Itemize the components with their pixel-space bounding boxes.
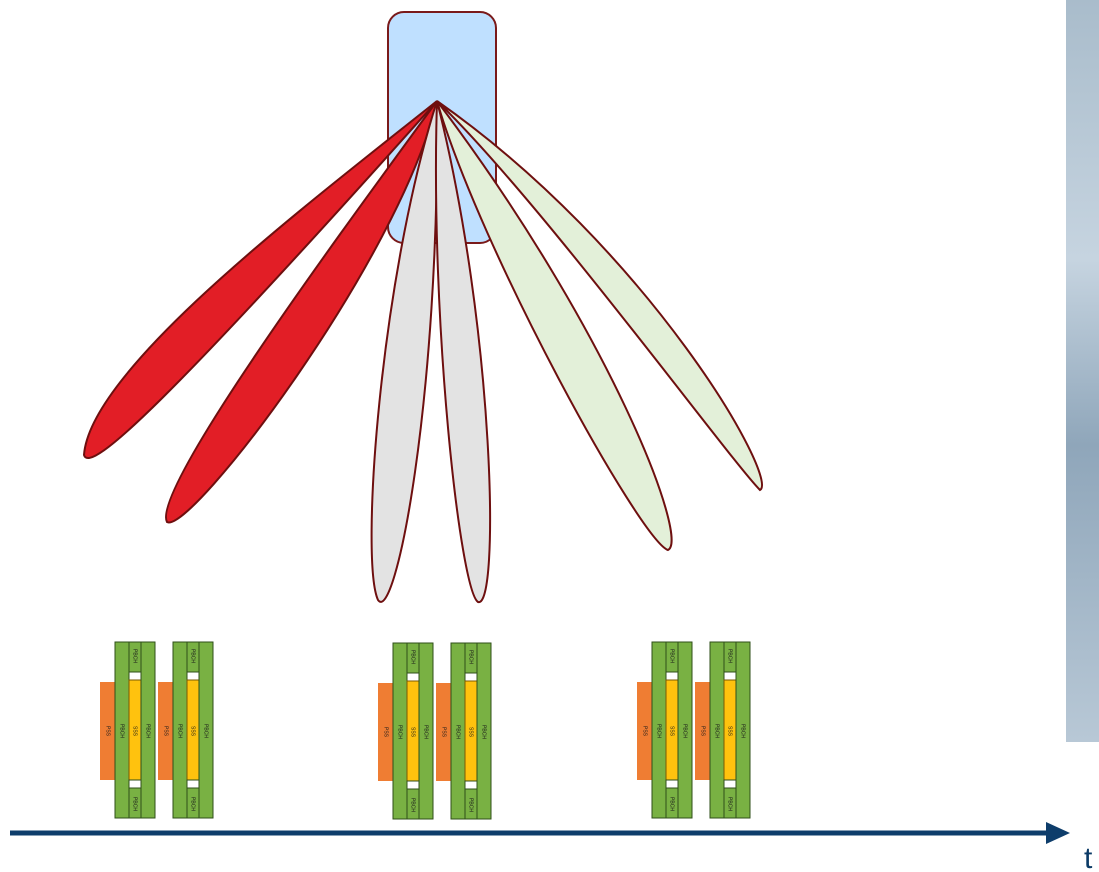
beam-gray-2 bbox=[434, 100, 492, 604]
time-axis-arrowhead bbox=[1046, 822, 1070, 844]
pbch-label: PBCH bbox=[656, 724, 662, 738]
pbch-label: PBCH bbox=[397, 725, 403, 739]
gap-rect bbox=[464, 780, 478, 790]
sss-label: SSS bbox=[669, 726, 675, 737]
pbch-label: PBCH bbox=[714, 724, 720, 738]
gap-rect bbox=[406, 780, 420, 790]
beam-gray-1 bbox=[370, 100, 439, 603]
gap-rect bbox=[406, 672, 420, 682]
pbch-rect bbox=[735, 641, 751, 819]
beam-green-1 bbox=[436, 100, 673, 552]
pss-rect bbox=[100, 682, 116, 780]
pbch-label: PBCH bbox=[468, 650, 474, 664]
pbch-label: PBCH bbox=[669, 649, 675, 663]
pbch-rect bbox=[140, 641, 156, 819]
pbch-label: PBCH bbox=[468, 798, 474, 812]
beam-red-2 bbox=[164, 100, 438, 524]
pss-rect bbox=[378, 683, 394, 781]
beam-green-2 bbox=[436, 100, 763, 492]
gap-rect bbox=[186, 779, 200, 789]
beam-red-1 bbox=[82, 100, 438, 459]
background-photo-strip bbox=[1066, 0, 1099, 742]
pbch-rect bbox=[677, 641, 693, 819]
pss-rect bbox=[695, 682, 711, 780]
gap-rect bbox=[665, 671, 679, 681]
pbch-label: PBCH bbox=[669, 797, 675, 811]
pbch-rect bbox=[476, 642, 492, 820]
pbch-label: PBCH bbox=[740, 724, 746, 738]
pss-label: PSS bbox=[383, 727, 389, 738]
pbch-label: PBCH bbox=[119, 724, 125, 738]
pbch-label: PBCH bbox=[177, 724, 183, 738]
gap-rect bbox=[464, 672, 478, 682]
ss-block: PSS PBCH PBCH PBCH SSS PBCH bbox=[695, 641, 751, 819]
pbch-label: PBCH bbox=[145, 724, 151, 738]
pss-label: PSS bbox=[105, 726, 111, 737]
pss-rect bbox=[158, 682, 174, 780]
ss-block-group: PSS PBCH PBCH PBCH SSS PBCH PSS PBCH PBCH PBCH SSS… bbox=[378, 642, 492, 820]
ss-block: PSS PBCH PBCH PBCH SSS PBCH bbox=[436, 642, 492, 820]
ss-block-group: PSS PBCH PBCH PBCH SSS PBCH PSS PBCH PBCH PBCH SSS… bbox=[637, 641, 751, 819]
pss-label: PSS bbox=[163, 726, 169, 737]
gap-rect bbox=[665, 779, 679, 789]
pss-label: PSS bbox=[441, 727, 447, 738]
ss-block: PSS PBCH PBCH PBCH SSS PBCH bbox=[637, 641, 693, 819]
ss-block: PSS PBCH PBCH PBCH SSS PBCH bbox=[158, 641, 214, 819]
sss-label: SSS bbox=[468, 727, 474, 738]
pbch-rect bbox=[418, 642, 434, 820]
pss-label: PSS bbox=[700, 726, 706, 737]
gap-rect bbox=[128, 779, 142, 789]
pbch-label: PBCH bbox=[682, 724, 688, 738]
pss-label: PSS bbox=[642, 726, 648, 737]
pbch-label: PBCH bbox=[203, 724, 209, 738]
pbch-label: PBCH bbox=[190, 797, 196, 811]
pbch-label: PBCH bbox=[190, 649, 196, 663]
sss-label: SSS bbox=[190, 726, 196, 737]
pbch-label: PBCH bbox=[132, 797, 138, 811]
pbch-label: PBCH bbox=[410, 798, 416, 812]
gap-rect bbox=[128, 671, 142, 681]
pbch-label: PBCH bbox=[132, 649, 138, 663]
time-axis-label: t bbox=[1084, 842, 1093, 872]
gap-rect bbox=[723, 779, 737, 789]
pbch-label: PBCH bbox=[423, 725, 429, 739]
pbch-label: PBCH bbox=[481, 725, 487, 739]
sss-label: SSS bbox=[727, 726, 733, 737]
ss-block: PSS PBCH PBCH PBCH SSS PBCH bbox=[100, 641, 156, 819]
sss-label: SSS bbox=[410, 727, 416, 738]
pss-rect bbox=[436, 683, 452, 781]
pbch-rect bbox=[198, 641, 214, 819]
pss-rect bbox=[637, 682, 653, 780]
sss-label: SSS bbox=[132, 726, 138, 737]
ss-block-group: PSS PBCH PBCH PBCH SSS PBCH PSS PBCH PBCH PBCH SSS… bbox=[100, 641, 214, 819]
ss-block: PSS PBCH PBCH PBCH SSS PBCH bbox=[378, 642, 434, 820]
gap-rect bbox=[723, 671, 737, 681]
pbch-label: PBCH bbox=[727, 797, 733, 811]
beam-lobes bbox=[82, 100, 763, 604]
ss-block-groups: PSS PBCH PBCH PBCH SSS PBCH PSS PBCH PBCH PBCH SSS… bbox=[100, 641, 751, 820]
pbch-label: PBCH bbox=[410, 650, 416, 664]
pbch-label: PBCH bbox=[727, 649, 733, 663]
pbch-label: PBCH bbox=[455, 725, 461, 739]
gap-rect bbox=[186, 671, 200, 681]
